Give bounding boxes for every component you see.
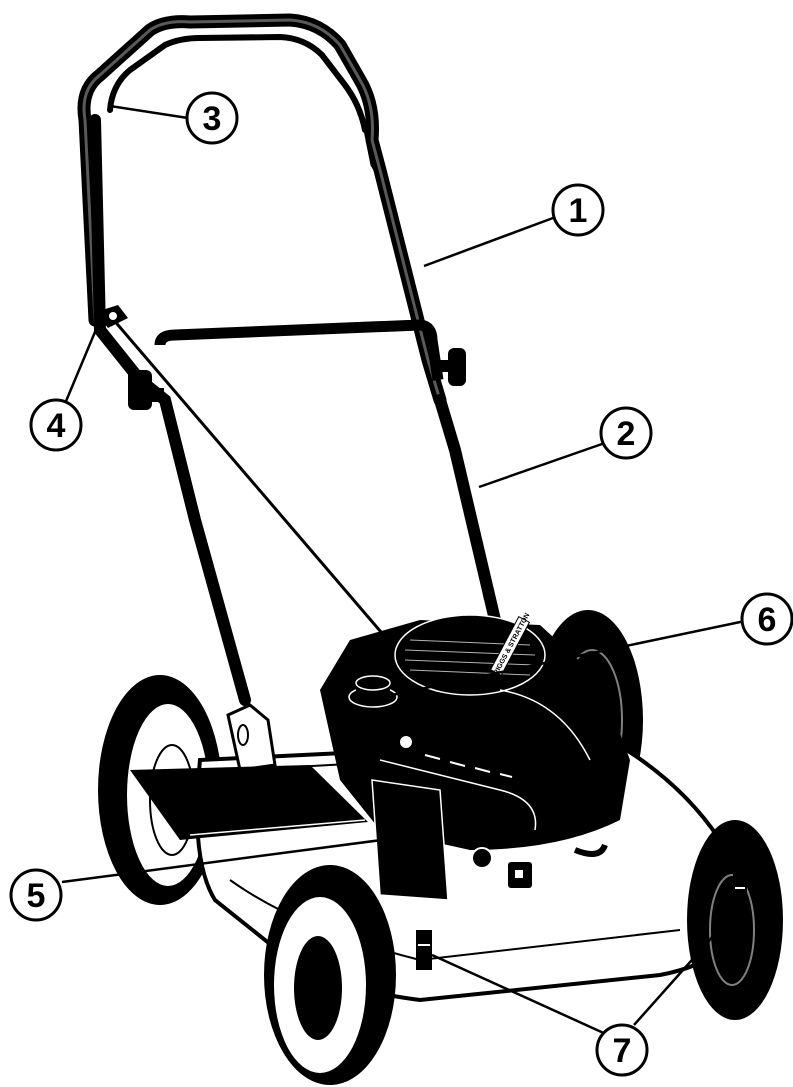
callout-2-label: 2 <box>617 415 636 453</box>
callout-3-label: 3 <box>203 100 222 138</box>
upper-handle <box>77 13 447 407</box>
height-adjuster-rear <box>733 872 747 910</box>
callout-1-label: 1 <box>569 192 588 230</box>
callout-5-label: 5 <box>27 877 46 915</box>
callout-6-label: 6 <box>758 601 777 639</box>
leader-line-6 <box>391 619 746 697</box>
leader-line-2 <box>478 442 603 489</box>
engine: BRIGGS & STRATTON <box>320 612 630 901</box>
callout-7-label: 7 <box>613 1032 632 1070</box>
leader-line-5 <box>61 834 413 884</box>
rear-deflector <box>130 765 368 840</box>
starter-rope <box>110 317 407 661</box>
callout-1: 1 <box>551 183 605 237</box>
lower-handle-left <box>134 374 251 706</box>
front-right-wheel <box>687 820 783 1020</box>
handle-assembly <box>77 13 501 706</box>
front-left-wheel <box>264 865 396 1085</box>
fuel-tank <box>371 779 449 901</box>
handle-knob-right <box>440 348 466 386</box>
height-adjuster-front <box>416 930 432 970</box>
leader-line-1 <box>423 216 554 268</box>
starter-rope-handle <box>96 305 128 328</box>
handle-crossbar <box>154 319 444 381</box>
callout-6: 6 <box>740 592 793 646</box>
callout-2: 2 <box>599 406 653 460</box>
handle-knob-left <box>128 370 164 410</box>
leader-line-3 <box>109 104 189 120</box>
callout-4-label: 4 <box>47 407 66 445</box>
callout-7: 7 <box>595 1023 649 1077</box>
callout-5: 5 <box>9 868 63 922</box>
leader-line-7b <box>633 905 741 1026</box>
leader-line-4 <box>62 319 102 407</box>
callout-3: 3 <box>185 91 239 145</box>
oil-fill-cap <box>348 675 398 708</box>
callout-4: 4 <box>29 398 83 452</box>
control-bar <box>107 33 368 133</box>
leader-line-7a <box>431 953 609 1037</box>
